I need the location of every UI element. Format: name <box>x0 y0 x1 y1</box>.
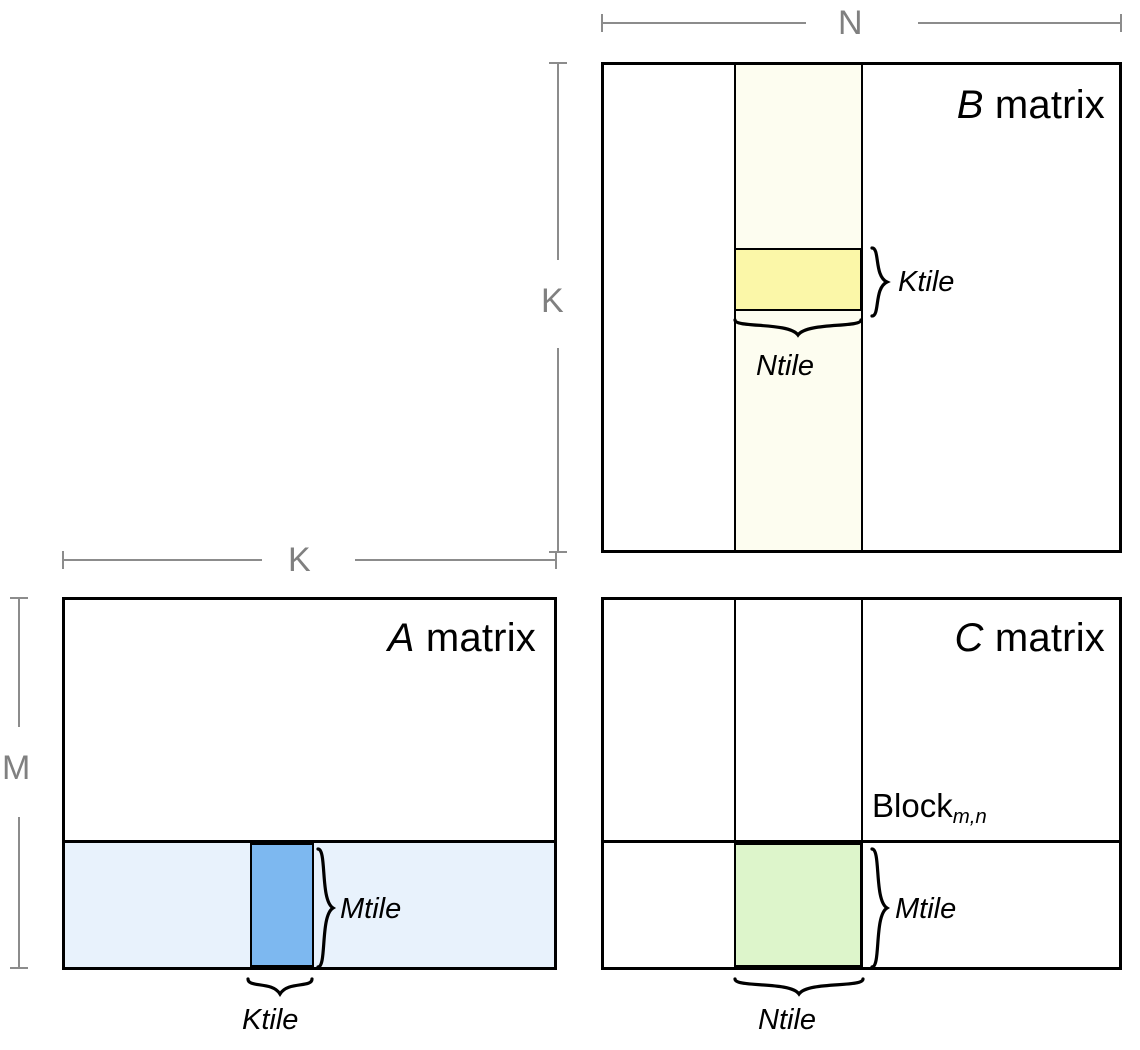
c-matrix-label-symbol: C <box>954 616 984 660</box>
a-divider-row <box>65 840 554 843</box>
a-matrix-box: A matrix <box>62 597 557 970</box>
dimension-k-bottom-line <box>557 348 559 553</box>
dimension-k-top-line <box>557 62 559 260</box>
b-matrix-box: B matrix <box>601 62 1122 553</box>
c-matrix-label: C matrix <box>955 616 1106 661</box>
b-divider-right <box>861 65 863 550</box>
dimension-k-h-right-cap <box>555 551 557 569</box>
c-matrix-box: C matrix Blockm,n <box>601 597 1122 970</box>
a-ktile-label: Ktile <box>242 1004 299 1036</box>
b-ktile-brace <box>868 246 894 318</box>
c-block-label-subscript: m,n <box>952 805 987 829</box>
c-mtile-label: Mtile <box>895 893 957 925</box>
b-ntile-label: Ntile <box>756 350 815 382</box>
c-matrix-label-text: matrix <box>983 616 1105 660</box>
dimension-n-right-cap <box>1120 14 1122 32</box>
c-mtile-brace <box>868 846 894 970</box>
dimension-k-vertical-label: K <box>541 282 564 320</box>
a-matrix-label-text: matrix <box>414 616 536 660</box>
a-matrix-label-symbol: A <box>387 616 415 660</box>
b-ntile-brace <box>733 316 863 342</box>
c-block-label: Blockm,n <box>872 787 987 829</box>
b-matrix-label: B matrix <box>957 83 1105 128</box>
dimension-k-bottom-cap <box>549 551 567 553</box>
dimension-m-label: M <box>2 749 31 787</box>
a-active-tile <box>250 843 314 967</box>
dimension-n-left-line <box>601 22 806 24</box>
c-divider-left <box>734 600 736 967</box>
dimension-m-bottom-line <box>18 817 20 969</box>
c-ntile-label: Ntile <box>758 1004 817 1036</box>
c-divider-row <box>604 840 1119 843</box>
a-matrix-label: A matrix <box>388 616 536 661</box>
a-mtile-brace <box>314 846 340 970</box>
b-ktile-label: Ktile <box>898 266 955 298</box>
dimension-m-bottom-cap <box>10 967 28 969</box>
c-active-tile <box>734 843 862 967</box>
b-matrix-label-text: matrix <box>983 83 1105 127</box>
a-ktile-brace <box>246 975 314 1001</box>
b-matrix-label-symbol: B <box>956 83 984 127</box>
dimension-k-horizontal-label: K <box>288 541 311 579</box>
c-divider-right <box>861 600 863 967</box>
c-ntile-brace <box>733 975 865 1001</box>
b-active-tile <box>734 248 862 311</box>
dimension-n-label: N <box>838 4 863 42</box>
a-mtile-label: Mtile <box>340 893 402 925</box>
c-block-label-main: Block <box>872 787 953 824</box>
dimension-k-h-right-line <box>355 559 557 561</box>
dimension-n-right-line <box>918 22 1122 24</box>
dimension-k-h-left-line <box>62 559 262 561</box>
dimension-m-top-line <box>18 597 20 727</box>
